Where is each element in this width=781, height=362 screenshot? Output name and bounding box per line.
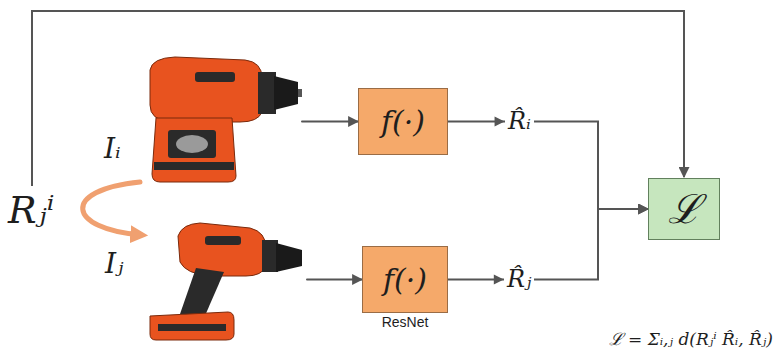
connector-arrow: [448, 209, 648, 280]
connector-arrow: [448, 122, 648, 210]
transform-arrow: [83, 182, 141, 235]
node-label: f(·): [383, 263, 427, 296]
connector-arrow: [302, 121, 358, 123]
node-label: f(·): [381, 105, 425, 138]
arrow-head: [494, 275, 504, 285]
node-label: Iᵢ: [104, 134, 121, 165]
node-label: Iⱼ: [105, 249, 123, 280]
drill-photo: [145, 205, 307, 345]
caption-label: ResNet: [382, 315, 429, 330]
network-box: f(·): [358, 88, 448, 155]
drill-photo: [140, 40, 302, 190]
arrow-head: [495, 117, 505, 127]
connector-arrow: [307, 279, 362, 281]
output-label: R̂ⱼ: [504, 266, 534, 292]
node-label: ℒ: [668, 187, 701, 231]
network-box: f(·)ResNet: [362, 246, 448, 313]
image-frame: Iᵢ: [140, 40, 302, 190]
formula-label: ℒ = Σᵢ,ⱼ d(Rⱼⁱ R̂ᵢ, R̂ⱼ): [609, 330, 773, 349]
loss-box: ℒ: [648, 178, 720, 240]
feedback-line: [32, 11, 684, 186]
output-label: R̂ᵢ: [505, 108, 534, 134]
math-label: Rⱼⁱ: [8, 190, 54, 232]
image-frame: Iⱼ: [145, 205, 307, 345]
